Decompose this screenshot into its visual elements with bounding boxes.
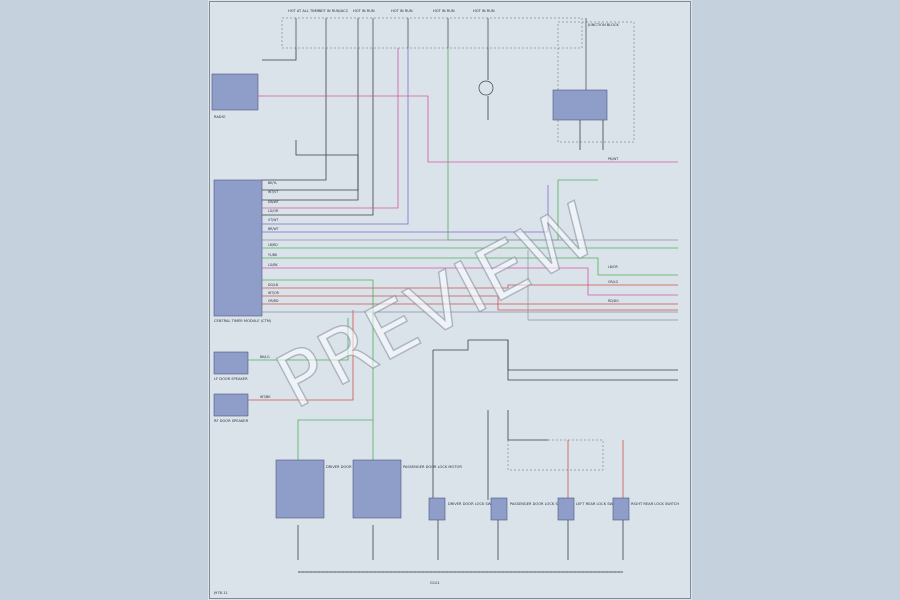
wire-label-1: BK/YL — [268, 181, 277, 185]
top-source-f40: HOT IN RUN — [391, 9, 413, 13]
wire-label-17: PK/WT — [608, 157, 618, 161]
passenger-lock-switch-component — [490, 497, 508, 521]
wire-label-6: BR/WT — [268, 227, 279, 231]
driver-lock-motor-label: DRIVER DOOR LOCK MOTOR — [326, 465, 377, 469]
central-module-label: CENTRAL TIMER MODULE (CTM) — [214, 319, 272, 323]
wire-label-10: DG/LB — [268, 283, 278, 287]
wire-label-14: WT/BK — [260, 395, 271, 399]
top-source-f42: HOT IN RUN — [473, 9, 495, 13]
wires-grey — [262, 239, 678, 321]
junction-block-label: JUNCTION BLOCK — [587, 23, 619, 27]
wires-pink — [258, 48, 678, 296]
top-source-f37: HOT AT ALL TIMES — [288, 9, 322, 13]
wire-label-9: LG/BK — [268, 263, 279, 267]
wire-label-7: LB/RD — [268, 243, 278, 247]
wire-label-2: WT/VT — [268, 190, 278, 194]
central-module-component — [213, 179, 263, 317]
lf-speaker-component — [213, 351, 249, 375]
lf-speaker-label: LF DOOR SPEAKER — [214, 377, 248, 381]
rr-lock-switch-component — [612, 497, 630, 521]
wires-green — [248, 48, 678, 460]
passenger-lock-switch-label: PASSENGER DOOR LOCK SWITCH — [510, 502, 570, 506]
rr-lock-switch-label: RIGHT REAR LOCK SWITCH — [631, 502, 679, 506]
top-source-f41: HOT IN RUN — [433, 9, 455, 13]
lr-lock-switch-label: LEFT REAR LOCK SWITCH — [576, 502, 622, 506]
wire-label-12: OR/RD — [268, 299, 279, 303]
page-tag: J978-11 — [213, 591, 228, 595]
top-source-labels: HOT AT ALL TIMES HOT IN RUN/ACC HOT IN R… — [288, 9, 495, 13]
splice-box — [507, 439, 604, 471]
connector-circle — [478, 80, 494, 96]
radio-component — [211, 73, 259, 111]
wire-labels: BK/YL WT/VT DB/WT LG/OR VT/WT BR/WT LB/R… — [260, 157, 619, 399]
wire-label-15: LB/OR — [608, 265, 619, 269]
wire-label-18: RD/DG — [608, 299, 619, 303]
wire-label-11: WT/OR — [268, 291, 280, 295]
diagram-sheet: HOT AT ALL TIMES HOT IN RUN/ACC HOT IN R… — [208, 0, 692, 600]
wiring-diagram: HOT AT ALL TIMES HOT IN RUN/ACC HOT IN R… — [209, 1, 691, 599]
sheet-border — [209, 1, 691, 599]
driver-lock-switch-component — [428, 497, 446, 521]
wires-red — [248, 284, 678, 520]
junction-block-component — [552, 89, 608, 121]
rf-speaker-component — [213, 393, 249, 417]
wire-label-16: OR/LG — [608, 280, 619, 284]
fuse-drops — [295, 18, 587, 90]
fuse-panel-box — [281, 17, 583, 49]
wires-violet — [262, 48, 549, 233]
wire-label-5: VT/WT — [268, 218, 278, 222]
lr-lock-switch-component — [557, 497, 575, 521]
driver-lock-switch-label: DRIVER DOOR LOCK SWITCH — [448, 502, 500, 506]
wire-label-4: LG/OR — [268, 209, 279, 213]
passenger-lock-motor-component — [352, 459, 402, 519]
top-source-f39: HOT IN RUN — [353, 9, 375, 13]
driver-lock-motor-component — [275, 459, 325, 519]
wire-label-13: BK/LG — [260, 355, 270, 359]
rf-speaker-label: RF DOOR SPEAKER — [214, 419, 249, 423]
wires-black — [262, 48, 678, 573]
junction-block-box — [557, 21, 635, 143]
wire-label-8: YL/BK — [268, 253, 278, 257]
top-source-f38: HOT IN RUN/ACC — [318, 9, 349, 13]
passenger-lock-motor-label: PASSENGER DOOR LOCK MOTOR — [403, 465, 462, 469]
radio-label: RADIO — [214, 115, 226, 119]
wire-label-3: DB/WT — [268, 200, 279, 204]
ground-label: G101 — [430, 581, 440, 585]
